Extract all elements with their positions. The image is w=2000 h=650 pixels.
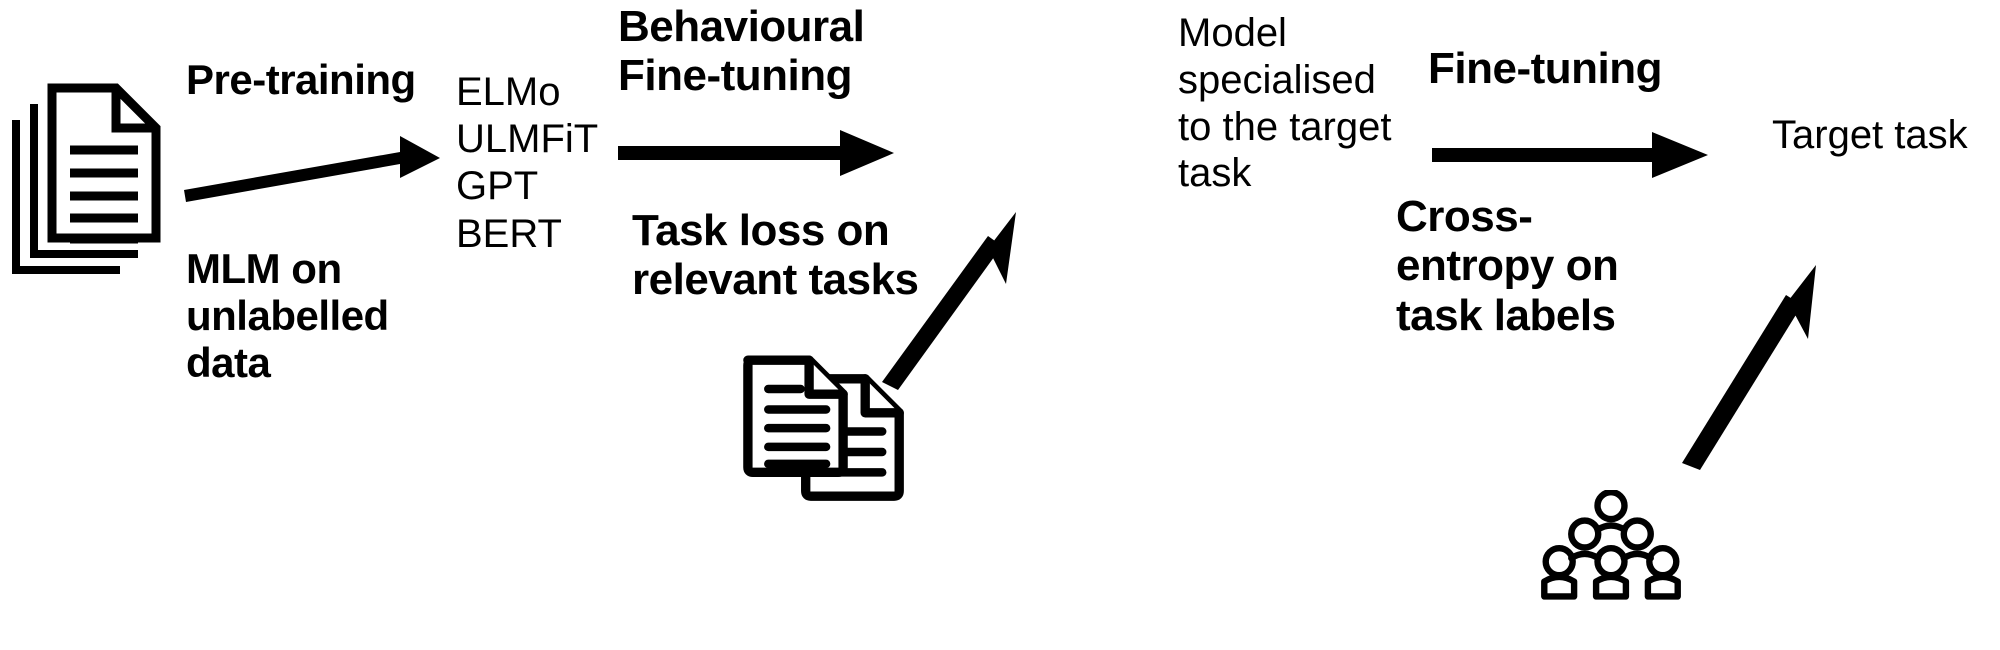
arrow-task-data-up: [880, 200, 1020, 390]
models-list: ELMo ULMFiT GPT BERT: [456, 70, 599, 256]
pretraining-label: Pre-training: [186, 56, 416, 103]
specialised-model-label: Model specialised to the target task: [1178, 11, 1392, 196]
behavioural-finetuning-sublabel: Task loss on relevant tasks: [632, 206, 919, 305]
finetuning-sublabel: Cross- entropy on task labels: [1396, 192, 1619, 340]
finetuning-label: Fine-tuning: [1428, 44, 1663, 93]
document-stack-icon: [8, 78, 168, 278]
arrow-labels-up: [1680, 255, 1820, 470]
behavioural-finetuning-label: Behavioural Fine-tuning: [618, 2, 865, 101]
two-documents-icon: [736, 348, 906, 510]
target-task-label: Target task: [1772, 113, 1968, 157]
arrow-behavioural-finetuning: [616, 130, 896, 176]
pretraining-sublabel: MLM on unlabelled data: [186, 245, 389, 387]
arrow-finetuning: [1430, 132, 1710, 178]
arrow-pretraining: [182, 132, 444, 204]
people-group-icon: [1536, 490, 1686, 600]
